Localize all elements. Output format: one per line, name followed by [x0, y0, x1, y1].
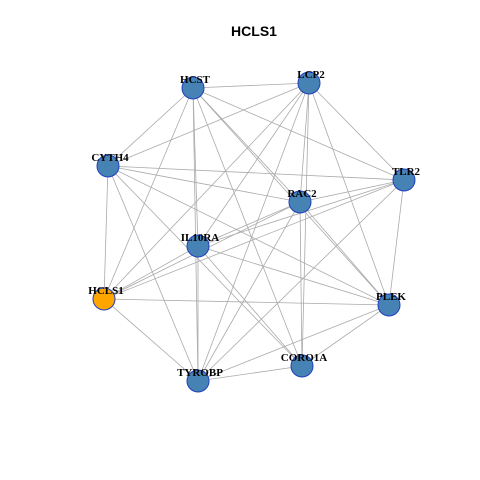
- edge-coro1a-tyrobp: [197, 365, 303, 382]
- node-label-rac2: RAC2: [287, 188, 317, 200]
- edge-cyth4-tlr2: [107, 165, 405, 181]
- edge-hcls1-tyrobp: [103, 298, 199, 382]
- edge-rac2-plek: [299, 201, 390, 306]
- edge-hcst-tlr2: [192, 87, 405, 181]
- node-hcst: [181, 76, 205, 100]
- node-layer: [92, 71, 416, 393]
- node-label-tlr2: TLR2: [392, 166, 421, 178]
- edge-il10ra-coro1a: [197, 245, 303, 367]
- node-label-hcst: HCST: [180, 74, 211, 86]
- edge-cyth4-coro1a: [107, 165, 303, 367]
- node-plek: [377, 293, 401, 317]
- edge-hcst-hcls1: [103, 87, 194, 300]
- node-label-il10ra: IL10RA: [181, 232, 220, 244]
- node-coro1a: [290, 354, 314, 378]
- edge-rac2-coro1a: [299, 201, 303, 367]
- node-il10ra: [186, 234, 210, 258]
- edge-tlr2-plek: [388, 179, 405, 306]
- node-label-coro1a: CORO1A: [281, 352, 328, 364]
- edge-rac2-tyrobp: [197, 201, 301, 382]
- edge-lcp2-il10ra: [197, 82, 310, 247]
- node-label-cyth4: CYTH4: [91, 152, 129, 164]
- edge-rac2-il10ra: [197, 201, 301, 247]
- edge-lcp2-hcls1: [103, 82, 310, 300]
- edge-cyth4-tyrobp: [107, 165, 199, 382]
- node-hcls1: [92, 287, 116, 311]
- edge-cyth4-plek: [107, 165, 390, 306]
- edge-lcp2-cyth4: [107, 82, 310, 167]
- node-label-tyrobp: TYROBP: [177, 367, 223, 379]
- edge-il10ra-hcls1: [103, 245, 199, 300]
- edge-hcst-rac2: [192, 87, 301, 203]
- edge-il10ra-plek: [197, 245, 390, 306]
- edge-lcp2-rac2: [299, 82, 310, 203]
- edge-lcp2-coro1a: [301, 82, 310, 367]
- edge-plek-coro1a: [301, 304, 390, 367]
- node-lcp2: [297, 71, 321, 95]
- node-rac2: [288, 190, 312, 214]
- edge-cyth4-rac2: [107, 165, 301, 203]
- edge-hcst-tyrobp: [192, 87, 199, 382]
- node-label-hcls1: HCLS1: [88, 285, 123, 297]
- edge-cyth4-hcls1: [103, 165, 109, 300]
- edge-lcp2-tyrobp: [197, 82, 310, 382]
- edge-plek-tyrobp: [197, 304, 390, 382]
- node-label-plek: PLEK: [376, 291, 406, 303]
- edge-lcp2-plek: [308, 82, 390, 306]
- node-cyth4: [96, 154, 120, 178]
- edge-hcst-cyth4: [107, 87, 194, 167]
- edge-lcp2-tlr2: [308, 82, 405, 181]
- diagram-title: HCLS1: [231, 23, 277, 39]
- node-tyrobp: [186, 369, 210, 393]
- node-tlr2: [392, 168, 416, 192]
- edge-tlr2-rac2: [299, 179, 405, 203]
- edge-hcst-lcp2: [192, 82, 310, 89]
- edge-hcst-coro1a: [192, 87, 303, 367]
- edge-tlr2-hcls1: [103, 179, 405, 300]
- node-label-lcp2: LCP2: [297, 69, 325, 81]
- edge-hcls1-plek: [103, 298, 390, 306]
